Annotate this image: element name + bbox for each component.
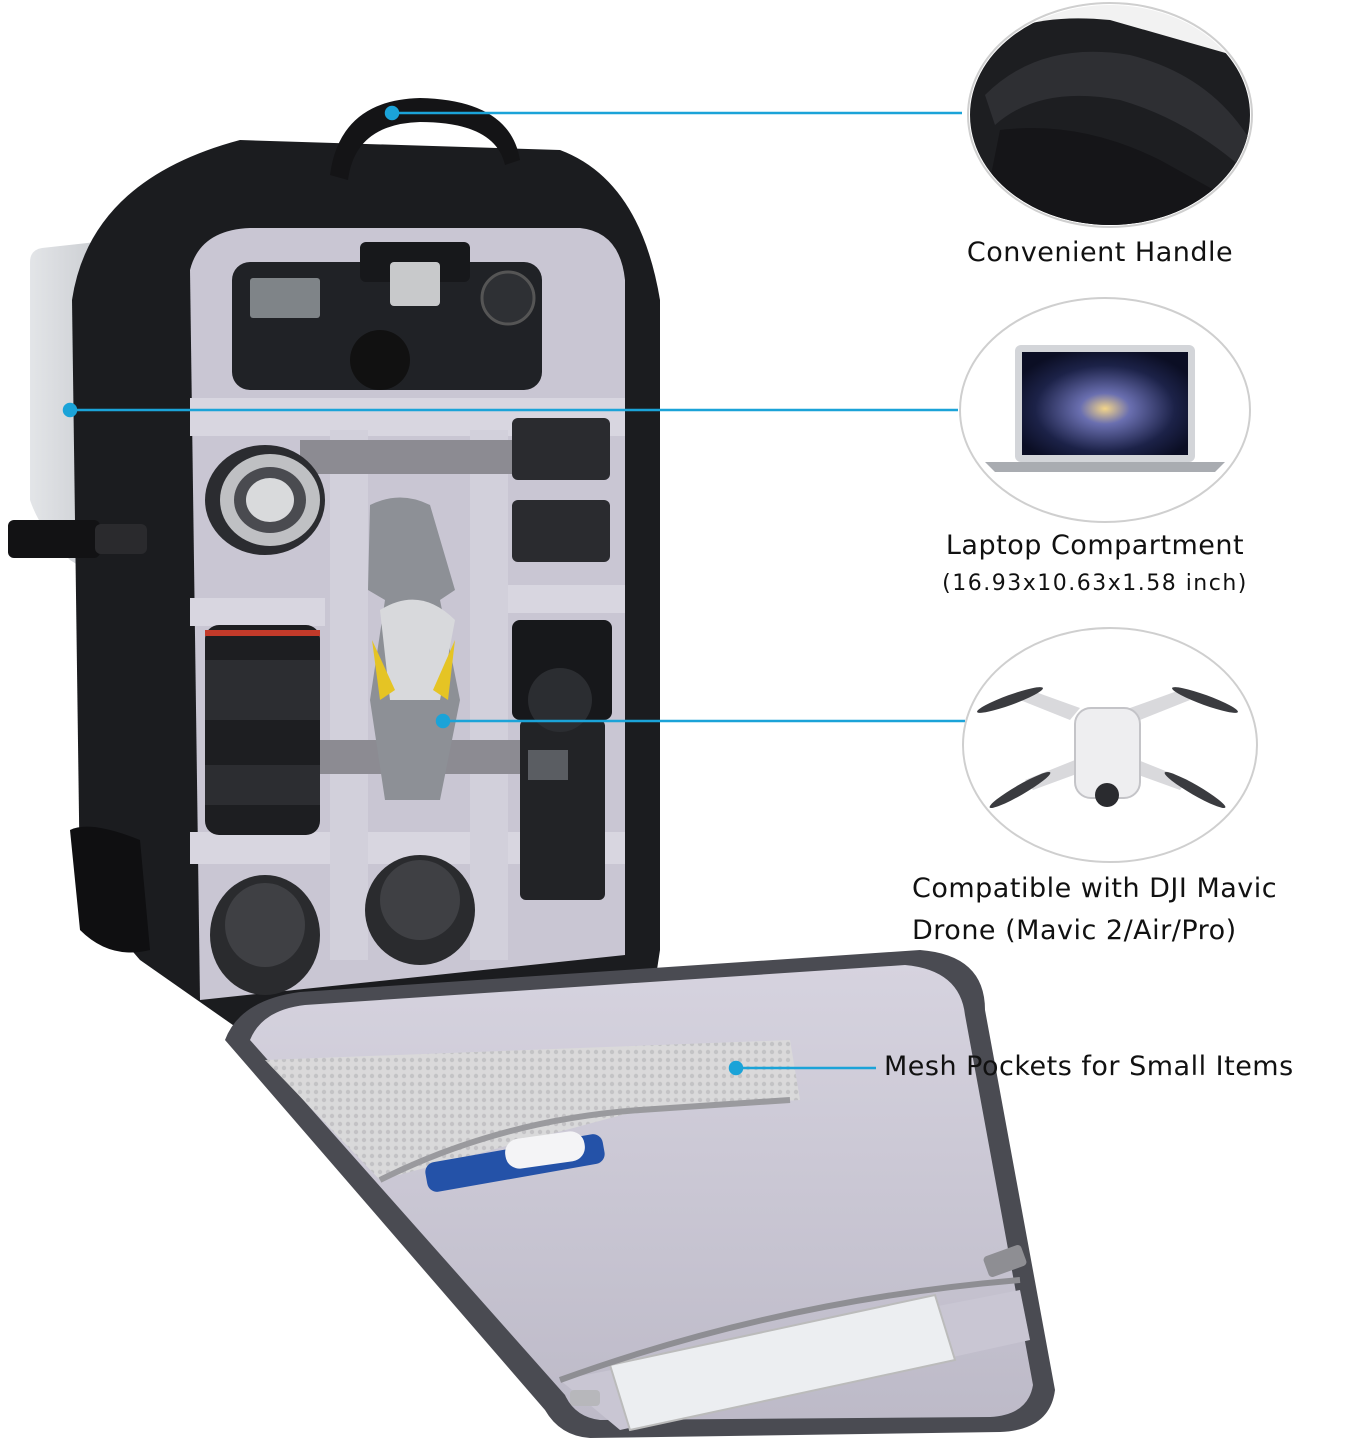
camera — [232, 242, 542, 390]
feature-drone-label: Compatible with DJI Mavic Drone (Mavic 2… — [912, 868, 1277, 952]
tablet — [608, 1293, 957, 1432]
backpack-photo — [8, 98, 1055, 1438]
feature-mesh-label: Mesh Pockets for Small Items — [884, 1051, 1294, 1082]
handle — [330, 98, 520, 180]
handle-photo — [967, 2, 1253, 228]
feature-laptop-title: Laptop Compartment — [945, 530, 1245, 561]
drone-photo — [962, 627, 1258, 863]
mesh-pocket-top — [265, 1040, 800, 1180]
callout-lines — [62, 105, 965, 1076]
laptop-photo — [959, 297, 1251, 523]
feature-drone-line1: Compatible with DJI Mavic — [912, 873, 1278, 904]
zoom-lens — [205, 625, 320, 835]
feature-laptop-label: Laptop Compartment (16.93x10.63x1.58 inc… — [920, 525, 1270, 601]
feature-drone-line2: Drone (Mavic 2/Air/Pro) — [912, 914, 1237, 946]
feature-laptop-size: (16.93x10.63x1.58 inch) — [942, 570, 1248, 596]
lens-caps — [205, 445, 325, 555]
feature-handle-label: Convenient Handle — [966, 237, 1234, 268]
speedlite — [512, 620, 612, 900]
